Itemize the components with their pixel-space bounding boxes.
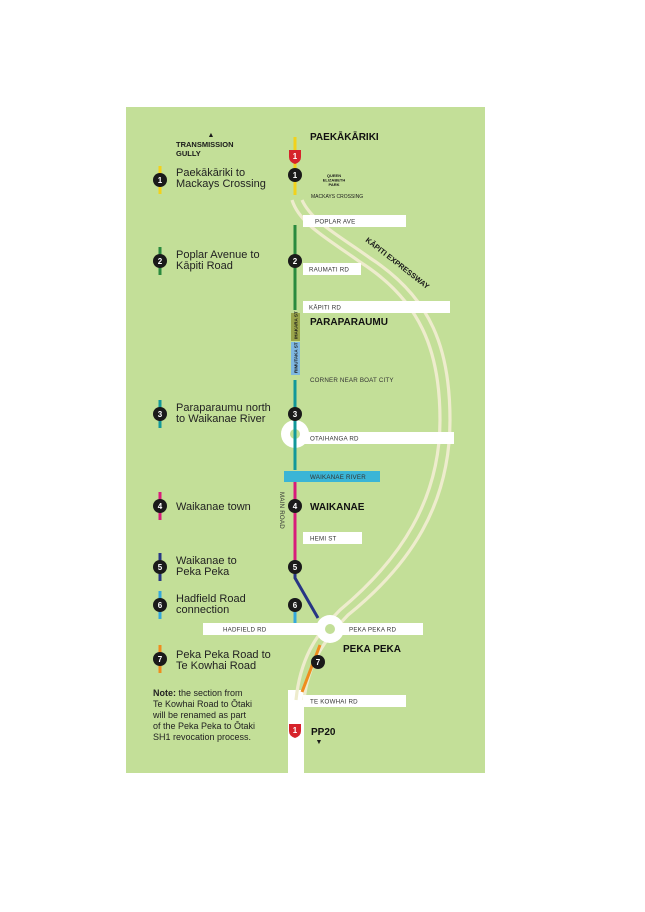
svg-text:6: 6 xyxy=(158,601,163,610)
ihakara-st-label: IHAKARA ST xyxy=(294,311,299,339)
transmission-gully-text-1: TRANSMISSION xyxy=(176,140,234,149)
kapiti-rd-label: KĀPITI RD xyxy=(309,305,341,312)
svg-text:Note: the section from: Note: the section from xyxy=(153,688,243,698)
svg-text:2: 2 xyxy=(158,257,163,266)
rimutaka-st-label: RIMUTAKA ST xyxy=(294,342,299,373)
legend-marker-5 xyxy=(153,560,167,574)
legend-marker-6 xyxy=(153,598,167,612)
road-bars xyxy=(203,215,454,707)
route-marker-7 xyxy=(311,655,325,669)
legend: 1 Paekākāriki to Mackays Crossing 2 Popl… xyxy=(153,166,271,673)
waikanae-river-label: WAIKANAE RIVER xyxy=(310,474,366,481)
route-marker-2 xyxy=(288,254,302,268)
hadfield-peka-peka-road xyxy=(203,623,423,635)
poplar-ave-label: POPLAR AVE xyxy=(315,219,355,226)
hadfield-rd-label: HADFIELD RD xyxy=(223,627,267,634)
main-road-label: MAIN ROAD xyxy=(278,492,285,529)
legend-1-line2: Mackays Crossing xyxy=(176,178,266,190)
legend-6-line1: Hadfield Road xyxy=(176,593,246,605)
legend-marker-1 xyxy=(153,173,167,187)
kapiti-rd-road xyxy=(303,301,450,313)
peka-peka-rd-label: PEKA PEKA RD xyxy=(349,627,396,634)
svg-text:4: 4 xyxy=(293,502,298,511)
legend-5-line2: Peka Peka xyxy=(176,566,230,578)
legend-2-line1: Poplar Avenue to xyxy=(176,249,260,261)
note-line3: will be renamed as part xyxy=(152,710,247,720)
legend-7-line2: Te Kowhai Road xyxy=(176,660,256,672)
hemi-st-road xyxy=(303,532,362,544)
mackays-crossing-label: MACKAYS CROSSING xyxy=(311,194,363,200)
legend-2-line2: Kāpiti Road xyxy=(176,260,233,272)
raumati-rd-road xyxy=(303,263,361,275)
place-paekakariki: PAEKĀKĀRIKI xyxy=(310,131,379,143)
route-markers: 1 2 3 4 5 6 7 xyxy=(288,168,325,669)
hemi-st-label: HEMI ST xyxy=(310,536,337,543)
note-line1: the section from xyxy=(176,688,243,698)
corner-near-boat-city-label: CORNER NEAR BOAT CITY xyxy=(310,377,394,384)
svg-text:3: 3 xyxy=(293,410,298,419)
legend-3-line2: to Waikanae River xyxy=(176,413,266,425)
te-kowhai-rd-label: TE KOWHAI RD xyxy=(310,699,358,706)
qep-line2: ELIZABETH xyxy=(323,178,346,183)
legend-marker-4 xyxy=(153,499,167,513)
svg-text:7: 7 xyxy=(158,655,163,664)
svg-text:6: 6 xyxy=(293,601,298,610)
route-marker-4 xyxy=(288,499,302,513)
route-marker-1 xyxy=(288,168,302,182)
route-marker-6 xyxy=(288,598,302,612)
legend-4-line1: Waikanae town xyxy=(176,501,251,513)
place-paraparaumu: PARAPARAUMU xyxy=(310,317,388,328)
note-line4: of the Peka Peka to Ōtaki xyxy=(153,721,255,731)
svg-text:3: 3 xyxy=(158,410,163,419)
svg-text:2: 2 xyxy=(293,257,298,266)
transmission-gully-text-2: GULLY xyxy=(176,149,201,158)
sh1-shield-south: 1 xyxy=(289,724,301,738)
transmission-gully-label: ▲ TRANSMISSION GULLY xyxy=(176,132,234,158)
legend-5-line1: Waikanae to xyxy=(176,555,237,567)
note-line5: SH1 revocation process. xyxy=(153,732,251,742)
legend-marker-2 xyxy=(153,254,167,268)
legend-6-line2: connection xyxy=(176,604,229,616)
arrow-down-icon: ▼ xyxy=(316,739,323,746)
note-line2: Te Kowhai Road to Ōtaki xyxy=(153,699,252,709)
te-kowhai-rd-road xyxy=(303,695,406,707)
legend-7-line1: Peka Peka Road to xyxy=(176,649,271,661)
svg-text:5: 5 xyxy=(293,563,298,572)
sh1-shield-south-number: 1 xyxy=(293,726,298,735)
note: Note: the section from Te Kowhai Road to… xyxy=(152,688,255,742)
svg-text:1: 1 xyxy=(293,171,298,180)
peka-peka-roundabout-centre xyxy=(325,624,335,634)
route-marker-3 xyxy=(288,407,302,421)
sh1-shield-north: 1 xyxy=(289,150,301,164)
arrow-up-icon: ▲ xyxy=(208,132,215,139)
otaihanga-rd-road xyxy=(303,432,454,444)
place-pp20: PP20 xyxy=(311,727,336,738)
legend-3-line1: Paraparaumu north xyxy=(176,402,271,414)
place-waikanae: WAIKANAE xyxy=(310,502,365,513)
sh1-shield-north-number: 1 xyxy=(293,152,298,161)
legend-1-line1: Paekākāriki to xyxy=(176,167,245,179)
svg-text:4: 4 xyxy=(158,502,163,511)
ihakara-st-strip xyxy=(291,313,300,341)
route-marker-5 xyxy=(288,560,302,574)
qep-line3: PARK xyxy=(328,182,339,187)
waikanae-river xyxy=(284,471,380,482)
legend-marker-7 xyxy=(153,652,167,666)
svg-text:5: 5 xyxy=(158,563,163,572)
qep-line1: QUEEN xyxy=(327,173,341,178)
rimutaka-st-strip xyxy=(291,342,300,375)
raumati-rd-label: RAUMATI RD xyxy=(309,267,349,274)
svg-text:7: 7 xyxy=(316,658,321,667)
poplar-ave-road xyxy=(303,215,406,227)
place-peka-peka: PEKA PEKA xyxy=(343,644,401,655)
otaihanga-rd-label: OTAIHANGA RD xyxy=(310,436,359,443)
svg-text:1: 1 xyxy=(158,176,163,185)
legend-marker-3 xyxy=(153,407,167,421)
route-section-7 xyxy=(300,644,322,693)
note-bold: Note: xyxy=(153,688,176,698)
